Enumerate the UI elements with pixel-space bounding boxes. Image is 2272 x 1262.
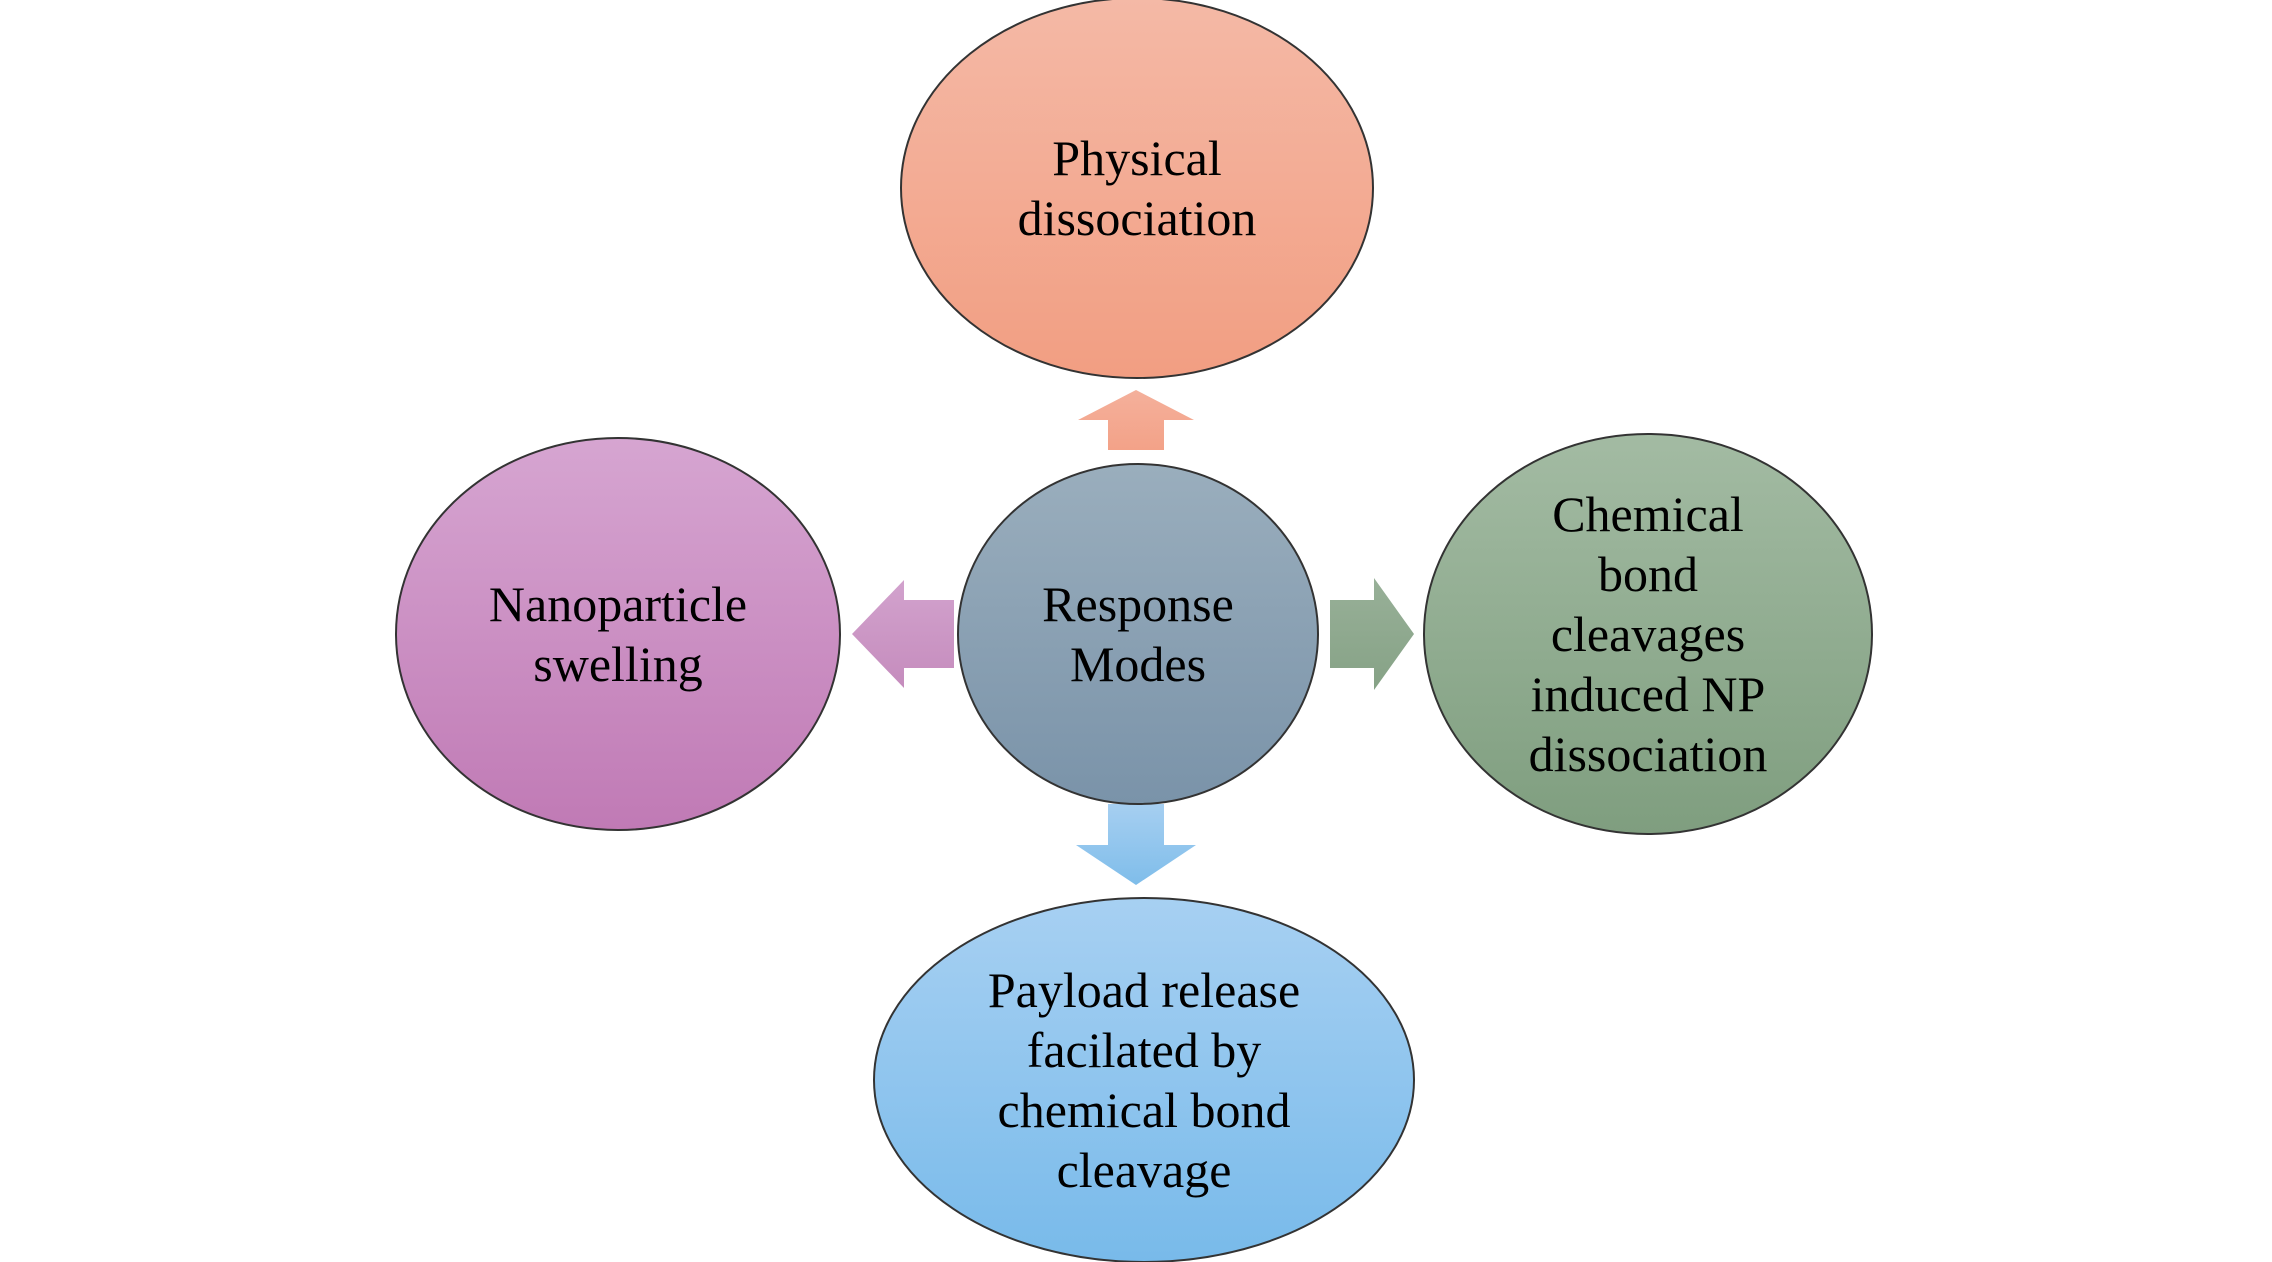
- arrow-down: [1076, 804, 1196, 885]
- arrow-left: [852, 580, 954, 688]
- arrow-right: [1330, 578, 1414, 690]
- node-right-ellipse: [1423, 433, 1873, 835]
- node-left-ellipse: [395, 437, 841, 831]
- arrow-up: [1078, 390, 1194, 450]
- node-bottom-ellipse: [873, 897, 1415, 1262]
- center-node-ellipse: [957, 463, 1319, 805]
- node-top-ellipse: [900, 0, 1374, 379]
